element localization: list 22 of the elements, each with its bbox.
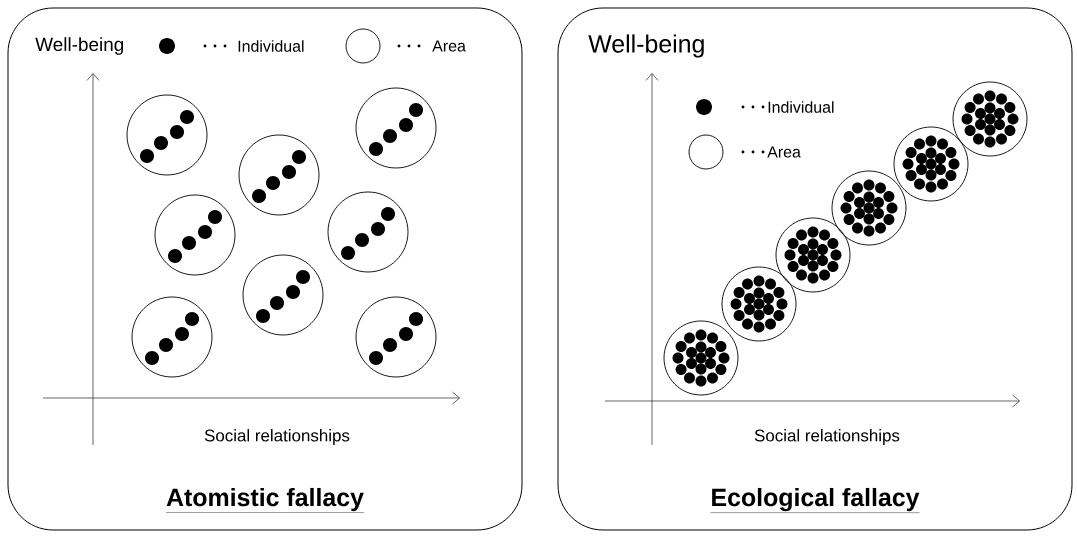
legend-label: Individual	[768, 101, 834, 113]
area-circle	[663, 320, 739, 396]
area-circle	[126, 94, 208, 176]
axis-label: Well-being	[588, 34, 704, 58]
area-circle	[242, 254, 324, 336]
legend-label: Individual	[238, 40, 304, 52]
area-circle	[893, 126, 969, 202]
area-circle	[154, 194, 236, 276]
area-circle	[327, 191, 409, 273]
area-circle	[355, 296, 437, 378]
area-circle	[131, 296, 213, 378]
legend-label: Area	[767, 146, 801, 158]
area-circle	[775, 217, 851, 293]
axis-label: Social relationships	[204, 429, 350, 445]
area-circle	[238, 134, 320, 216]
legend-label: Area	[432, 40, 466, 52]
axis-label: Social relationships	[754, 429, 900, 445]
area-circle	[721, 266, 797, 342]
area-circle	[831, 170, 907, 246]
area-circle	[355, 87, 437, 169]
area-circle	[952, 81, 1028, 157]
axis-label: Well-being	[35, 37, 124, 55]
